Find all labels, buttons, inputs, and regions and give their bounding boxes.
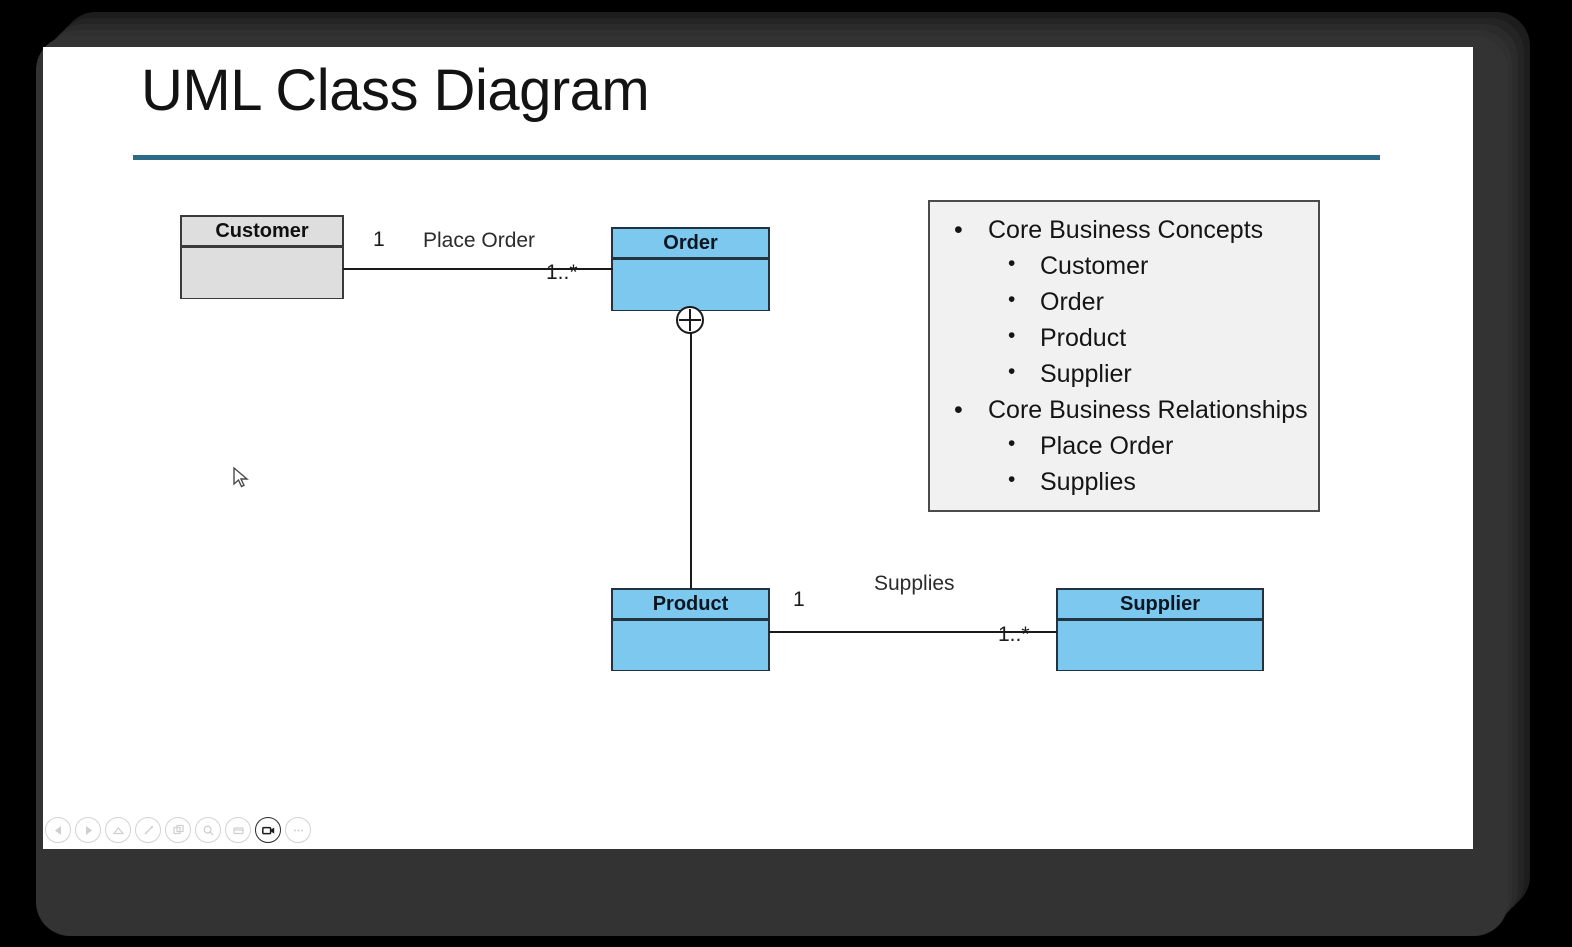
page-title: UML Class Diagram (141, 58, 650, 123)
bullet-icon: • (954, 396, 963, 424)
legend-item-text: Supplier (1040, 360, 1132, 388)
multiplicity-customer-side: 1 (373, 228, 385, 251)
presenter-toolbar[interactable] (45, 817, 311, 843)
uml-class-supplier[interactable]: Supplier (1056, 588, 1264, 671)
legend-item-text: Supplies (1040, 468, 1136, 496)
uml-class-order-attributes (613, 260, 768, 310)
uml-class-order-name: Order (613, 229, 768, 260)
magnifier-icon[interactable] (195, 817, 221, 843)
caret-up-icon[interactable] (105, 817, 131, 843)
association-line-customer-order (343, 268, 613, 270)
bullet-icon: • (1008, 288, 1016, 311)
multiplicity-product-side: 1 (793, 588, 805, 611)
pen-icon[interactable] (135, 817, 161, 843)
circle-plus-containment-icon (676, 306, 704, 334)
uml-class-order[interactable]: Order (611, 227, 770, 311)
bullet-icon: • (1008, 468, 1016, 491)
legend-group-title-text: Core Business Concepts (988, 216, 1264, 244)
uml-class-product-name: Product (613, 590, 768, 621)
bullet-icon: • (1008, 252, 1016, 275)
legend-item-text: Customer (1040, 252, 1149, 280)
multiplicity-supplier-side: 1..* (998, 623, 1030, 646)
legend-item-text: Product (1040, 324, 1127, 352)
legend-item: • Order (940, 288, 1308, 317)
video-camera-icon[interactable] (255, 817, 281, 843)
bullet-icon: • (1008, 324, 1016, 347)
next-slide-icon[interactable] (75, 817, 101, 843)
uml-class-customer-name: Customer (182, 217, 342, 248)
legend-item-text: Place Order (1040, 432, 1174, 460)
association-line-order-product (690, 311, 692, 589)
legend-item: • Place Order (940, 432, 1308, 461)
title-divider (133, 155, 1380, 160)
slide-canvas: UML Class Diagram Customer Order Product… (43, 47, 1473, 849)
mouse-cursor (233, 467, 249, 488)
legend-item: • Supplies (940, 468, 1308, 497)
previous-slide-icon[interactable] (45, 817, 71, 843)
legend-group-title-text: Core Business Relationships (988, 396, 1308, 424)
association-line-product-supplier (769, 631, 1057, 633)
legend-group-title: • Core Business Concepts (940, 216, 1308, 245)
uml-class-supplier-name: Supplier (1058, 590, 1262, 621)
uml-class-customer-attributes (182, 248, 342, 298)
multiplicity-order-side: 1..* (546, 261, 578, 284)
uml-class-product[interactable]: Product (611, 588, 770, 671)
grid-icon[interactable] (165, 817, 191, 843)
legend-item-text: Order (1040, 288, 1104, 316)
legend-panel: • Core Business Concepts • Customer • Or… (928, 200, 1320, 512)
legend-group-title: • Core Business Relationships (940, 396, 1308, 425)
bullet-icon: • (1008, 360, 1016, 383)
screen-icon[interactable] (225, 817, 251, 843)
legend-item: • Customer (940, 252, 1308, 281)
uml-class-product-attributes (613, 621, 768, 670)
legend-item: • Product (940, 324, 1308, 353)
bullet-icon: • (1008, 432, 1016, 455)
association-label-place-order: Place Order (423, 229, 536, 252)
bullet-icon: • (954, 216, 963, 244)
uml-class-customer[interactable]: Customer (180, 215, 344, 299)
legend-item: • Supplier (940, 360, 1308, 389)
uml-class-supplier-attributes (1058, 621, 1262, 670)
ellipsis-icon[interactable] (285, 817, 311, 843)
association-label-supplies: Supplies (874, 572, 955, 595)
